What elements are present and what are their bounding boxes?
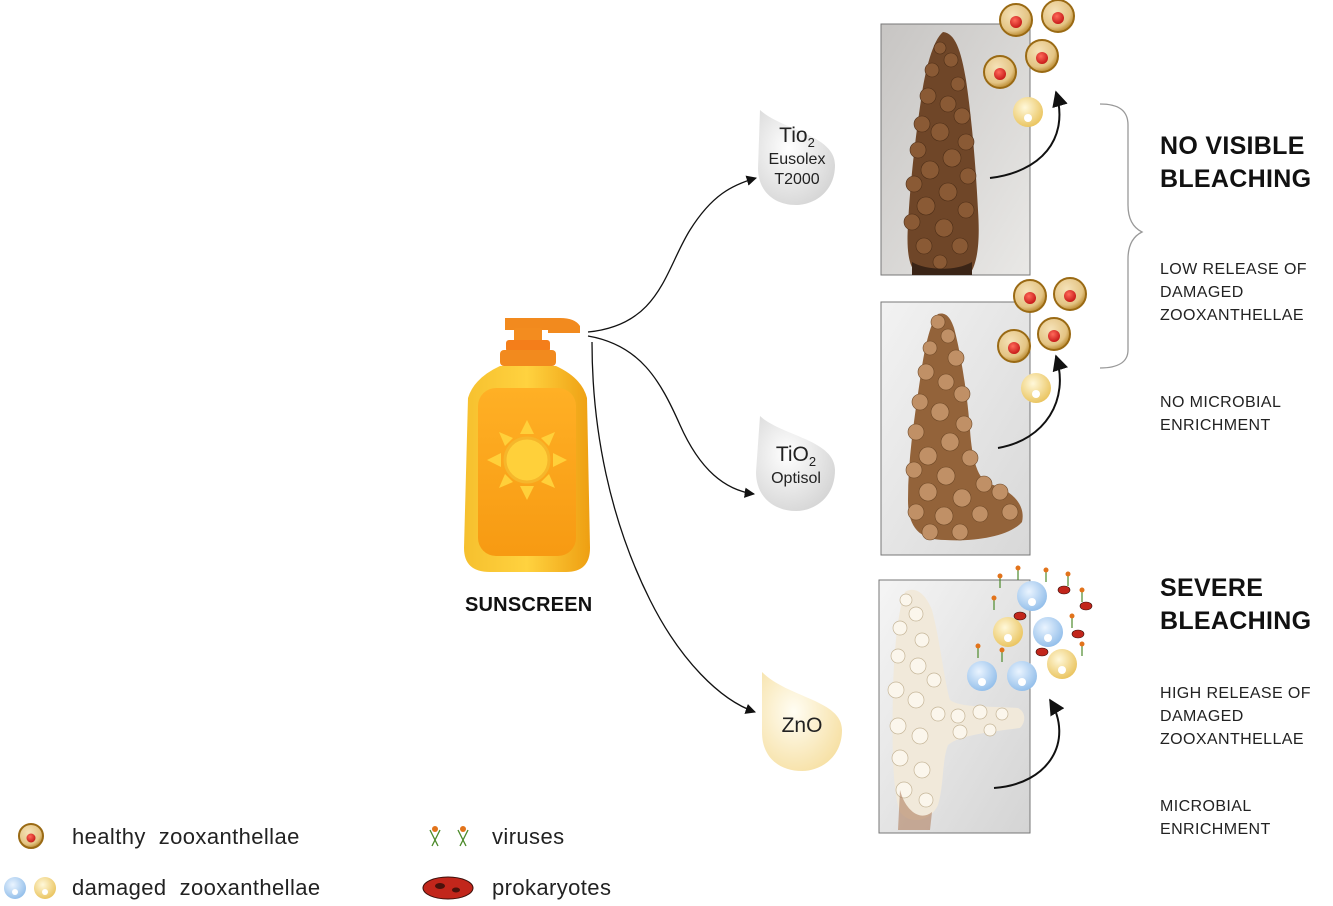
droplet-eusolex [758, 110, 835, 205]
healthy-zooxanthella [1013, 279, 1047, 313]
coral-photo-eusolex [880, 23, 1031, 276]
sunscreen-bottle [464, 318, 590, 572]
damaged-zooxanthella [967, 661, 997, 691]
healthy-zooxanthella [983, 55, 1017, 89]
effect-line: NO MICROBIAL [1160, 394, 1282, 411]
cells-group-zno [967, 565, 1093, 691]
damaged-zooxanthella [1033, 617, 1063, 647]
coral-photo-zno [878, 579, 1031, 834]
effect-line: ENRICHMENT [1160, 821, 1271, 838]
effect-line: LOW RELEASE OF [1160, 261, 1307, 278]
title-line: BLEACHING [1160, 165, 1312, 193]
viruses-icon [975, 565, 1085, 662]
outcome-severe-bleaching-title: SEVERE BLEACHING [1160, 572, 1311, 638]
healthy-zooxanthella [1041, 0, 1075, 33]
legend-viruses-icon [429, 826, 469, 847]
treatment-eusolex-label: Tio2 Eusolex T2000 [758, 124, 836, 190]
formula-subscript: 2 [807, 135, 815, 151]
legend-healthy-label: healthy zooxanthellae [72, 824, 300, 849]
outcome-severe-bleaching-effect-2: MICROBIAL ENRICHMENT [1160, 795, 1271, 841]
sun-icon [487, 420, 567, 500]
outcome-severe-bleaching-effect-1: HIGH RELEASE OF DAMAGED ZOOXANTHELLAE [1160, 682, 1311, 751]
effect-line: ZOOXANTHELLAE [1160, 307, 1304, 324]
formula: ZnO [781, 714, 823, 737]
healthy-zooxanthella [999, 3, 1033, 37]
healthy-zooxanthella [1037, 317, 1071, 351]
bottle-cap [500, 350, 556, 366]
effect-line: ZOOXANTHELLAE [1160, 731, 1304, 748]
treatment-arrows [587, 175, 757, 714]
damaged-zooxanthella [1021, 373, 1051, 403]
outcome-no-bleaching-effect-1: LOW RELEASE OF DAMAGED ZOOXANTHELLAE [1160, 258, 1307, 327]
arrow-to-eusolex [587, 175, 757, 333]
legend-damaged-label: damaged zooxanthellae [72, 875, 321, 900]
damaged-zooxanthella [993, 617, 1023, 647]
legend-prokaryotes-icon [422, 876, 474, 900]
coral-photo-optisol [880, 301, 1031, 556]
droplet-optisol [756, 416, 835, 511]
effect-line: ENRICHMENT [1160, 417, 1271, 434]
outcome-no-bleaching-effect-2: NO MICROBIAL ENRICHMENT [1160, 391, 1281, 437]
outcome-no-bleaching-title: NO VISIBLE BLEACHING [1160, 130, 1311, 196]
formula-subscript: 2 [808, 454, 817, 470]
healthy-zooxanthella [997, 329, 1031, 363]
effect-line: DAMAGED [1160, 708, 1244, 725]
cells-group-optisol [997, 277, 1087, 403]
grouping-brace [1099, 103, 1144, 369]
healthy-zooxanthella [1053, 277, 1087, 311]
title-line: SEVERE [1160, 574, 1264, 602]
pump-collar [506, 340, 550, 352]
product-name-line1: Eusolex [768, 151, 826, 169]
arrow-to-zno [591, 341, 756, 714]
treatment-zno-label: ZnO [762, 714, 842, 738]
damaged-zooxanthella [1017, 581, 1047, 611]
legend-damaged-icons [4, 877, 56, 899]
product-name-line2: T2000 [774, 171, 820, 189]
treatment-optisol-label: TiO2 Optisol [756, 443, 836, 489]
title-line: BLEACHING [1160, 607, 1312, 635]
formula-base: TiO [775, 443, 809, 466]
effect-line: MICROBIAL [1160, 798, 1252, 815]
damaged-zooxanthella [1047, 649, 1077, 679]
release-arrows [989, 90, 1068, 789]
arrow-to-optisol [587, 335, 756, 498]
legend-prokaryotes-label: prokaryotes [492, 875, 612, 900]
legend-viruses-label: viruses [492, 824, 565, 849]
cells-group-eusolex [983, 0, 1075, 127]
effect-line: DAMAGED [1160, 284, 1244, 301]
release-arrow-3 [993, 698, 1065, 789]
healthy-zooxanthella [1025, 39, 1059, 73]
pump-stem [514, 328, 542, 342]
damaged-zooxanthella [1013, 97, 1043, 127]
sunscreen-label: SUNSCREEN [465, 594, 593, 616]
release-arrow-1 [989, 90, 1068, 179]
prokaryotes-icon [1013, 585, 1093, 657]
damaged-zooxanthella [1007, 661, 1037, 691]
effect-line: HIGH RELEASE OF [1160, 685, 1311, 702]
title-line: NO VISIBLE [1160, 132, 1305, 160]
legend-healthy-icon [18, 823, 44, 849]
release-arrow-2 [997, 354, 1068, 449]
product-name: Optisol [771, 470, 821, 488]
formula-base: Tio [779, 124, 808, 147]
droplet-zno [762, 672, 842, 771]
